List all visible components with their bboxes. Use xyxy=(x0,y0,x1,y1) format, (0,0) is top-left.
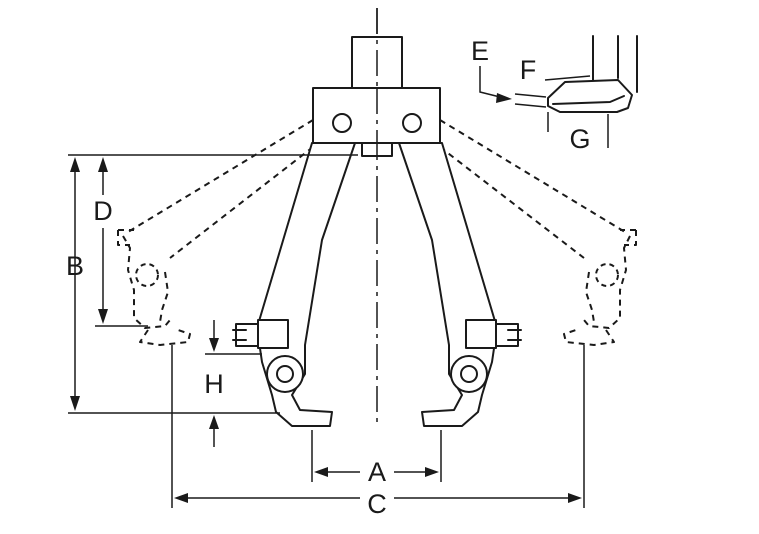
label-D: D xyxy=(93,196,113,226)
dimension-A: A xyxy=(311,430,442,487)
label-F: F xyxy=(520,55,537,85)
label-H: H xyxy=(204,369,224,399)
label-G: G xyxy=(569,124,590,154)
open-position-outline xyxy=(117,119,637,346)
dimension-C: C xyxy=(171,345,585,519)
label-C: C xyxy=(367,489,387,519)
dimension-D: D xyxy=(93,157,148,327)
right-jaw xyxy=(398,142,522,427)
label-E: E xyxy=(471,36,489,66)
dimension-H: H xyxy=(204,320,262,447)
left-jaw xyxy=(232,142,356,427)
jaw-tip-detail: E F G xyxy=(471,35,638,154)
label-B: B xyxy=(66,251,84,281)
cross-block xyxy=(312,87,441,157)
label-A: A xyxy=(368,457,386,487)
dimension-B: B xyxy=(66,154,358,414)
